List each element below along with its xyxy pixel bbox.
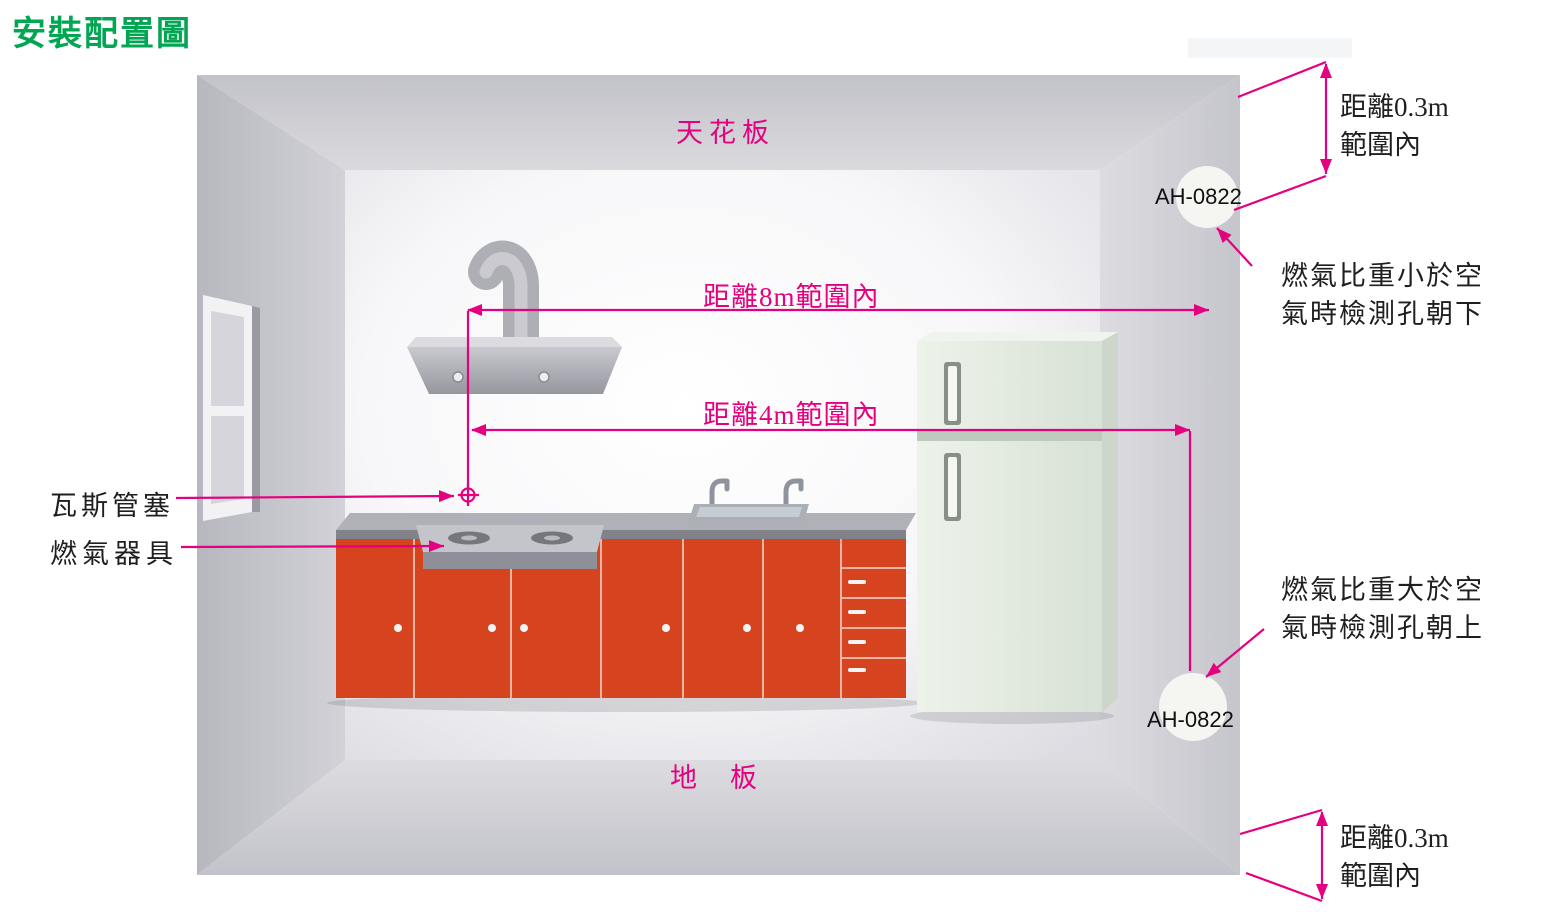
cabinet-front <box>336 539 906 698</box>
hood-body <box>407 347 622 394</box>
floor-clearance-label: 距離0.3m 範圍內 <box>1340 819 1449 895</box>
door-handles <box>394 580 866 672</box>
floor-clearance-ext-top <box>1239 808 1323 836</box>
cabinet-door-seams <box>413 539 906 698</box>
dim-4m-label: 距離4m範圍內 <box>703 400 880 430</box>
ceiling-clearance-ext-bottom <box>1233 174 1327 212</box>
ceiling-clearance-ext-top <box>1237 60 1327 99</box>
detector-bottom-device <box>1159 673 1227 741</box>
note-gas-lighter-line2: 氣時檢測孔朝下 <box>1281 299 1484 329</box>
dim-8m-label: 距離8m範圍內 <box>703 282 880 312</box>
refrigerator <box>910 332 1118 724</box>
gas-appliance-label: 燃氣器具 <box>50 539 178 569</box>
floor-clearance-line1: 距離0.3m <box>1340 823 1449 853</box>
note-gas-lighter: 燃氣比重小於空 氣時檢測孔朝下 <box>1281 257 1484 333</box>
ceiling-surface <box>197 75 1240 170</box>
detector-bottom-pointer <box>1205 628 1265 678</box>
ceiling-label: 天花板 <box>676 118 775 148</box>
gas-appliance-leader <box>180 540 445 553</box>
note-gas-heavier-line1: 燃氣比重大於空 <box>1281 575 1484 605</box>
page-title: 安裝配置圖 <box>12 15 192 53</box>
detector-bottom-label: AH-0822 <box>1147 707 1234 732</box>
note-gas-lighter-line1: 燃氣比重小於空 <box>1281 261 1484 291</box>
ceiling-clearance-line1: 距離0.3m <box>1340 92 1449 122</box>
scan-artifact <box>1188 38 1352 58</box>
ceiling-clearance-label: 距離0.3m 範圍內 <box>1340 88 1449 164</box>
floor-label: 地 板 <box>670 763 760 793</box>
sink <box>689 478 809 521</box>
base-cabinets <box>327 513 923 712</box>
hood-top <box>407 337 622 347</box>
detector-top-label: AH-0822 <box>1155 184 1242 209</box>
note-gas-heavier: 燃氣比重大於空 氣時檢測孔朝上 <box>1281 571 1484 647</box>
annotation-lines <box>175 60 1332 903</box>
detector-top-device <box>1176 166 1238 228</box>
right-wall <box>1100 75 1240 875</box>
gas-stove <box>416 525 604 569</box>
faucet-right <box>783 478 804 510</box>
left-wall <box>197 75 345 875</box>
window <box>203 295 260 521</box>
gas-detectors <box>1159 166 1238 741</box>
gas-plug-label: 瓦斯管塞 <box>50 491 174 521</box>
floor-clearance-ext-bottom <box>1245 871 1323 903</box>
detector-top-pointer <box>1216 227 1253 267</box>
note-gas-heavier-line2: 氣時檢測孔朝上 <box>1281 613 1484 643</box>
floor-clearance-line2: 範圍內 <box>1340 861 1421 891</box>
faucet-left <box>709 478 730 510</box>
range-hood <box>407 240 622 394</box>
floor-surface <box>197 760 1240 875</box>
gas-plug-leader <box>175 490 455 503</box>
ceiling-clearance-line2: 範圍內 <box>1340 130 1421 160</box>
gas-plug-target <box>458 484 479 506</box>
